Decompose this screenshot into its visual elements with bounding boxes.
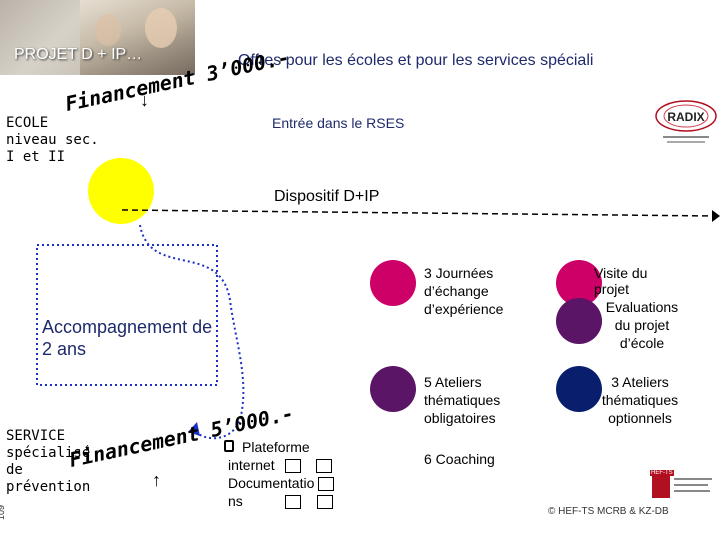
resources-row: Documentatio bbox=[228, 474, 335, 492]
copyright-text: © HEF-TS MCRB & KZ-DB bbox=[548, 506, 669, 517]
ecole-yellow-circle bbox=[88, 158, 154, 224]
hefts-logo: HEF-TS bbox=[650, 470, 714, 504]
service-line: SERVICE bbox=[6, 428, 66, 444]
hefts-logo-line bbox=[674, 490, 710, 492]
page-subtitle: Offres pour les écoles et pour les servi… bbox=[238, 52, 594, 69]
down-arrow-icon: ↓ bbox=[140, 90, 149, 110]
ecole-line: I et II bbox=[6, 149, 66, 165]
service-line: spécialisé bbox=[6, 445, 91, 461]
side-page-number: 109 bbox=[0, 504, 6, 520]
offer-line: du projet bbox=[614, 317, 670, 333]
offer-line: thématiques bbox=[424, 392, 501, 408]
offer-line: projet bbox=[594, 281, 630, 297]
header-photo-banner bbox=[0, 0, 195, 75]
resource-plateforme: Plateforme bbox=[242, 439, 310, 455]
ecole-label: ECOLE niveau sec. I et II bbox=[6, 115, 99, 166]
book-icon bbox=[316, 459, 333, 474]
accompagnement-label: Accompagnement de 2 ans bbox=[42, 316, 212, 360]
resources-row: ns bbox=[228, 492, 334, 510]
computer-icon bbox=[224, 440, 234, 452]
accompagnement-dotted-box bbox=[36, 244, 218, 386]
offer-line: optionnels bbox=[608, 410, 672, 426]
offer-line: thématiques bbox=[601, 392, 679, 408]
offer-ateliers-obligatoires: 5 Ateliers thématiques obligatoires bbox=[424, 373, 500, 427]
curved-dotted-arrow bbox=[139, 224, 245, 440]
dispositif-title: Dispositif D+IP bbox=[274, 188, 380, 205]
offer-line: d’école bbox=[619, 335, 665, 351]
header-photo-face bbox=[145, 8, 177, 48]
book-icon bbox=[284, 459, 301, 474]
offer-journees: 3 Journées d’échange d’expérience bbox=[424, 264, 503, 318]
coaching-label: 6 Coaching bbox=[424, 451, 495, 467]
accompagnement-line: 2 ans bbox=[42, 339, 87, 359]
offer-ateliers-optionnels: 3 Ateliers thématiques optionnels bbox=[590, 373, 690, 427]
ateliers-obligatoires-circle bbox=[370, 366, 416, 412]
offer-line: d’échange bbox=[424, 283, 489, 299]
evaluations-circle bbox=[556, 298, 602, 344]
offer-line: 3 Ateliers bbox=[611, 374, 669, 390]
resource-documentation: Documentatio bbox=[228, 475, 315, 491]
service-line: prévention bbox=[6, 479, 91, 495]
radix-logo: RADIX bbox=[655, 100, 717, 148]
header-photo-face bbox=[95, 14, 121, 46]
book-icon bbox=[318, 477, 335, 492]
up-arrow-icon: ↑ bbox=[152, 470, 161, 490]
resource-internet: internet bbox=[228, 457, 275, 473]
offer-line: 3 Journées bbox=[424, 265, 494, 281]
entree-rses-label: Entrée dans le RSES bbox=[272, 115, 405, 131]
resources-block: Plateforme internet Documentatio ns bbox=[224, 438, 335, 510]
book-icon bbox=[284, 495, 301, 510]
resource-ns: ns bbox=[228, 493, 243, 509]
offer-evaluations: Evaluations du projet d’école bbox=[594, 298, 690, 352]
offer-line: 5 Ateliers bbox=[424, 374, 482, 390]
hefts-logo-block bbox=[652, 476, 670, 498]
accompagnement-line: Accompagnement de bbox=[42, 317, 213, 337]
hefts-logo-line bbox=[674, 484, 708, 486]
ateliers-optionnels-circle bbox=[556, 366, 602, 412]
offer-line: obligatoires bbox=[424, 410, 496, 426]
ecole-line: niveau sec. bbox=[6, 132, 99, 148]
hefts-logo-text: HEF-TS bbox=[650, 470, 674, 476]
offer-line: Visite du bbox=[594, 265, 648, 281]
service-label: SERVICE spécialisé de prévention bbox=[6, 428, 90, 496]
journees-circle bbox=[370, 260, 416, 306]
offer-line: Evaluations bbox=[605, 299, 679, 315]
curved-arrow-head bbox=[188, 422, 200, 436]
radix-logo-text: RADIX bbox=[667, 110, 704, 124]
resources-row: Plateforme bbox=[224, 438, 334, 456]
book-icon bbox=[316, 495, 333, 510]
hefts-logo-line bbox=[674, 478, 712, 480]
radix-logo-graphic: RADIX bbox=[655, 100, 717, 143]
service-line: de bbox=[6, 462, 23, 478]
resources-row: internet bbox=[228, 456, 334, 474]
dispositif-dashed-line bbox=[121, 209, 716, 217]
arrow-right-head bbox=[712, 210, 720, 222]
ecole-line: ECOLE bbox=[6, 115, 49, 131]
offer-visite: Visite du projet bbox=[594, 264, 647, 298]
header-title: PROJET D + IP… bbox=[14, 46, 143, 63]
offer-line: d’expérience bbox=[424, 301, 504, 317]
